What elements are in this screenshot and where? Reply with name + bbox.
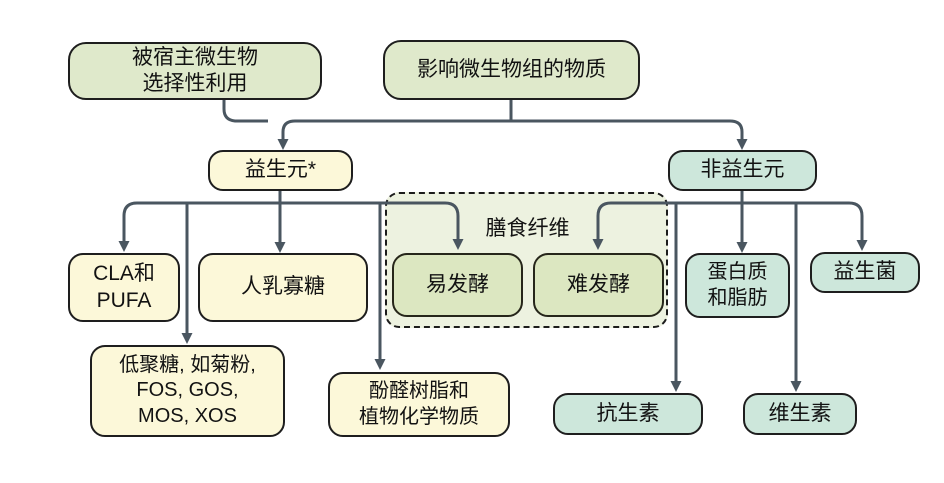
node-non-prebiotics: 非益生元 [668,150,817,191]
edge-host-to-prebiotics [222,100,268,123]
edge-to-probiotics [742,201,868,251]
node-cla-pufa: CLA和 PUFA [68,253,180,322]
node-prebiotics: 益生元* [208,150,353,191]
edge-to-easy-ferment [280,201,464,250]
node-probiotics: 益生菌 [810,252,920,293]
node-vitamins: 维生素 [743,393,857,435]
edge-to-hard-ferment [592,201,742,250]
node-substances-affecting-microbiome: 影响微生物组的物质 [383,40,640,100]
node-hard-to-ferment: 难发酵 [533,253,664,317]
node-protein-and-fat: 蛋白质 和脂肪 [685,253,790,318]
node-human-milk-oligosaccharides: 人乳寡糖 [198,253,368,322]
edge-to-cla-pufa [118,201,280,252]
node-easily-fermentable: 易发酵 [392,253,523,317]
node-oligosaccharides: 低聚糖, 如菊粉, FOS, GOS, MOS, XOS [90,345,285,437]
edge-to-non-prebiotics [511,119,748,150]
node-host-selective-utilization: 被宿主微生物 选择性利用 [68,42,322,100]
edge-to-prebiotics [277,119,511,150]
node-phenolics-phytochemicals: 酚醛树脂和 植物化学物质 [328,372,510,437]
dietary-fiber-label: 膳食纤维 [485,217,570,240]
node-antibiotics: 抗生素 [553,393,703,435]
